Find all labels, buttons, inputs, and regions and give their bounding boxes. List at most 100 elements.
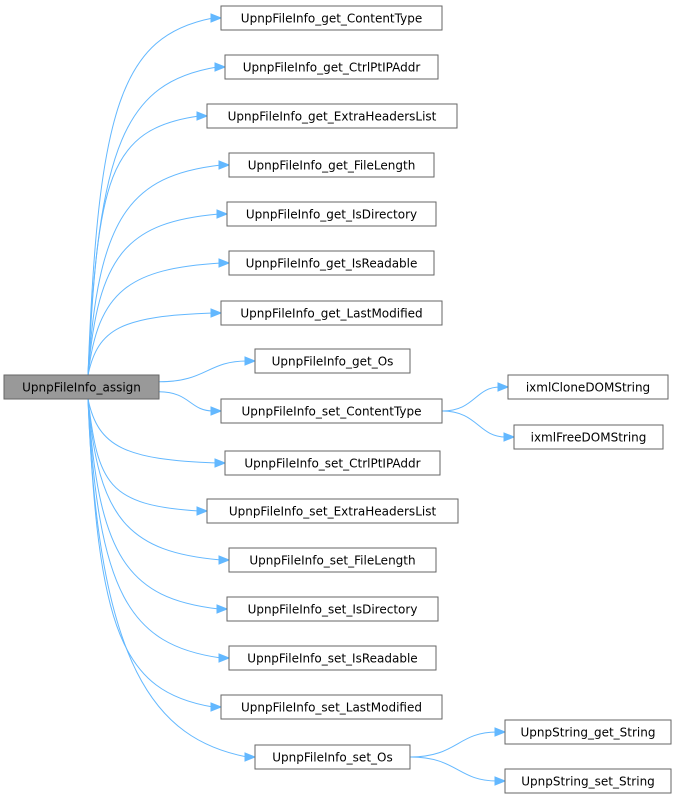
edge-arrowhead [494,727,507,737]
node-box[interactable] [504,768,672,794]
node-assign[interactable]: UpnpFileInfo_assign [3,374,160,400]
node-label: ixmlCloneDOMString [526,381,650,395]
edge-arrowhead [218,258,231,268]
node-box[interactable] [228,152,435,178]
edge-arrowhead [214,458,227,468]
edge-arrowhead [503,432,516,442]
node-label: UpnpString_get_String [521,726,656,740]
edge-assign-to-set_FileLength [87,398,231,565]
call-graph-edges [87,13,516,786]
node-box[interactable] [220,5,443,31]
edge-assign-to-set_Os [87,398,257,762]
node-ixmlCloneDOMString[interactable]: ixmlCloneDOMString [507,374,669,400]
node-label: UpnpFileInfo_get_ExtraHeadersList [228,110,437,124]
node-label: UpnpFileInfo_set_ContentType [241,405,421,419]
node-set_LastModified[interactable]: UpnpFileInfo_set_LastModified [220,694,443,720]
edge-assign-to-get_ExtraHeadersList [87,111,209,376]
root-node-box[interactable] [3,374,160,400]
edge-assign-to-get_FileLength [87,160,231,376]
edge-assign-to-set_ExtraHeadersList [87,398,209,516]
edge-line [87,398,214,708]
node-set_ExtraHeadersList[interactable]: UpnpFileInfo_set_ExtraHeadersList [206,498,459,524]
edge-line [87,262,222,376]
edge-line [87,398,200,512]
edge-line [158,391,214,412]
node-label: UpnpFileInfo_set_LastModified [241,701,422,715]
node-label: UpnpFileInfo_assign [22,381,141,395]
edge-line [87,398,248,758]
edge-assign-to-get_IsDirectory [87,209,229,376]
edge-arrowhead [218,160,231,170]
edge-line [87,398,218,464]
node-label: UpnpFileInfo_get_LastModified [240,307,422,321]
node-set_IsDirectory[interactable]: UpnpFileInfo_set_IsDirectory [226,596,439,622]
edge-arrowhead [216,604,229,614]
node-label: UpnpString_set_String [521,775,655,789]
node-label: UpnpFileInfo_get_CtrlPtIPAddr [243,61,421,75]
node-get_ExtraHeadersList[interactable]: UpnpFileInfo_get_ExtraHeadersList [206,103,458,129]
edge-line [87,398,222,561]
edge-line [87,398,220,610]
node-get_ContentType[interactable]: UpnpFileInfo_get_ContentType [220,5,443,31]
node-get_IsReadable[interactable]: UpnpFileInfo_get_IsReadable [228,250,435,276]
edge-line [87,398,222,659]
edge-arrowhead [244,752,257,762]
node-box[interactable] [206,498,459,524]
node-label: UpnpFileInfo_set_IsDirectory [248,603,418,617]
node-UpnpString_get_String[interactable]: UpnpString_get_String [504,719,672,745]
node-get_LastModified[interactable]: UpnpFileInfo_get_LastModified [220,300,443,326]
node-box[interactable] [254,348,411,374]
edge-assign-to-get_IsReadable [87,258,231,376]
edge-line [87,17,214,376]
node-get_CtrlPtIPAddr[interactable]: UpnpFileInfo_get_CtrlPtIPAddr [224,54,439,80]
node-box[interactable] [220,398,443,424]
node-box[interactable] [228,250,435,276]
node-box[interactable] [228,645,437,671]
node-box[interactable] [228,547,437,573]
node-get_FileLength[interactable]: UpnpFileInfo_get_FileLength [228,152,435,178]
edge-arrowhead [244,356,257,366]
edge-line [441,386,501,412]
node-set_IsReadable[interactable]: UpnpFileInfo_set_IsReadable [228,645,437,671]
edge-arrowhead [210,702,223,712]
edge-arrowhead [218,653,231,663]
node-box[interactable] [504,719,672,745]
edge-line [87,115,200,376]
node-label: UpnpFileInfo_set_FileLength [249,554,415,568]
edge-line [158,360,248,383]
node-label: UpnpFileInfo_set_ExtraHeadersList [229,505,437,519]
node-box[interactable] [220,300,443,326]
node-set_FileLength[interactable]: UpnpFileInfo_set_FileLength [228,547,437,573]
node-set_CtrlPtIPAddr[interactable]: UpnpFileInfo_set_CtrlPtIPAddr [224,450,441,476]
node-ixmlFreeDOMString[interactable]: ixmlFreeDOMString [513,424,664,450]
node-label: UpnpFileInfo_set_Os [272,751,392,765]
edge-line [87,312,214,376]
edge-assign-to-get_LastModified [87,308,223,376]
node-box[interactable] [226,596,439,622]
edge-line [409,756,498,782]
node-box[interactable] [513,424,664,450]
edge-arrowhead [210,406,223,416]
edge-arrowhead [218,555,231,565]
node-box[interactable] [224,54,439,80]
node-set_Os[interactable]: UpnpFileInfo_set_Os [254,744,411,770]
node-box[interactable] [206,103,458,129]
node-box[interactable] [224,450,441,476]
node-box[interactable] [254,744,411,770]
node-get_Os[interactable]: UpnpFileInfo_get_Os [254,348,411,374]
node-box[interactable] [507,374,669,400]
edge-assign-to-set_IsDirectory [87,398,229,614]
node-UpnpString_set_String[interactable]: UpnpString_set_String [504,768,672,794]
edge-arrowhead [196,506,209,516]
node-label: UpnpFileInfo_set_CtrlPtIPAddr [244,457,420,471]
edge-set_ContentType-to-ixmlFreeDOMString [441,410,516,442]
node-label: UpnpFileInfo_get_IsDirectory [246,208,417,222]
node-set_ContentType[interactable]: UpnpFileInfo_set_ContentType [220,398,443,424]
node-get_IsDirectory[interactable]: UpnpFileInfo_get_IsDirectory [226,201,437,227]
edge-arrowhead [497,382,510,392]
edge-assign-to-set_ContentType [158,391,223,416]
edge-arrowhead [210,308,223,318]
node-box[interactable] [220,694,443,720]
node-box[interactable] [226,201,437,227]
